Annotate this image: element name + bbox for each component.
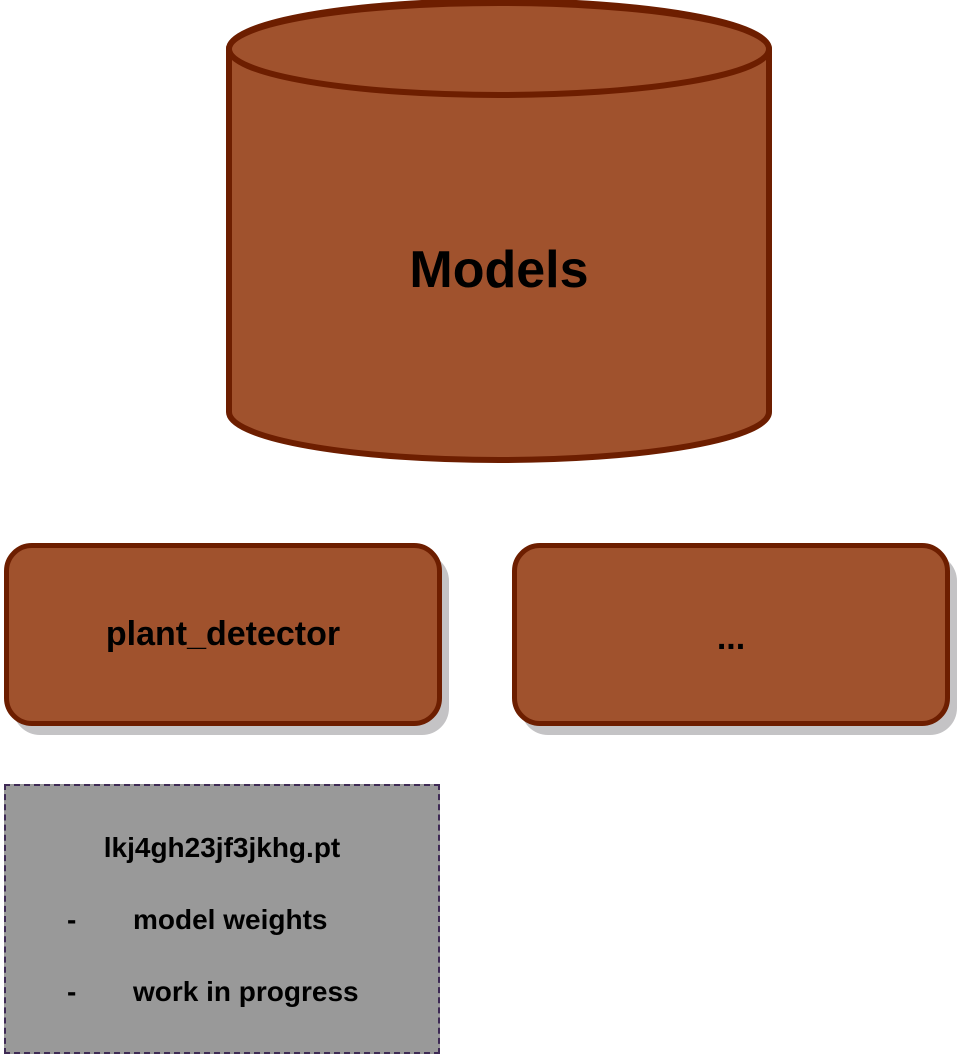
note-bullet: -: [67, 976, 77, 1007]
models-label: Models: [409, 241, 589, 299]
ellipsis-node: ...: [512, 543, 950, 726]
models-cylinder: [226, 0, 772, 463]
note-item: - model weights: [6, 904, 438, 938]
note-bullet: -: [67, 904, 77, 935]
plant-detector-label: plant_detector: [105, 615, 341, 653]
note-item: - work in progress: [6, 976, 438, 1010]
cylinder-top: [226, 0, 772, 98]
plant-detector-node: plant_detector: [4, 543, 442, 726]
model-file-note: lkj4gh23jf3jkhg.pt - model weights - wor…: [4, 784, 440, 1054]
model-file-name: lkj4gh23jf3jkhg.pt: [103, 832, 341, 863]
note-item-text: model weights: [133, 904, 328, 935]
ellipsis-label: ...: [716, 619, 746, 657]
note-item-text: work in progress: [133, 976, 359, 1007]
